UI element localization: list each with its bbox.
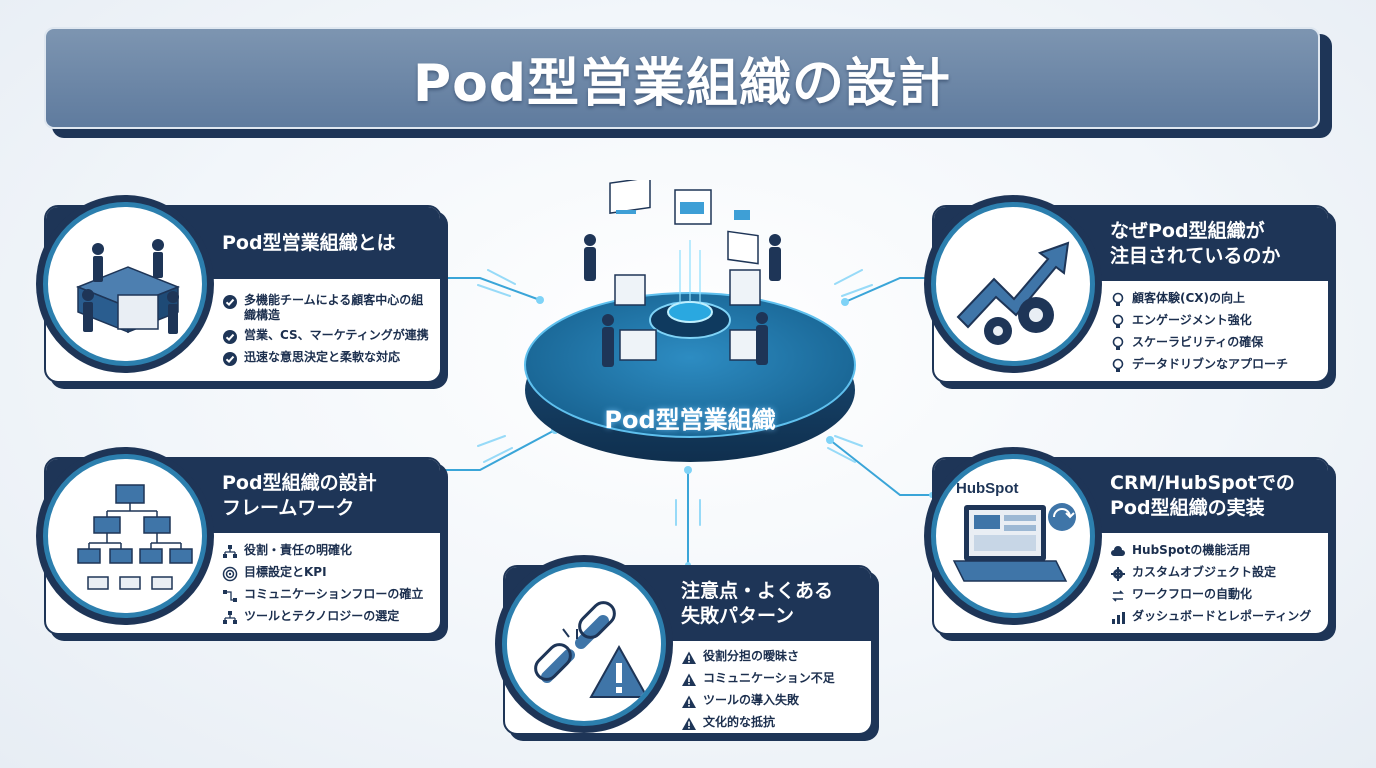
list-item: ツールの導入失敗 xyxy=(681,693,863,710)
target-icon xyxy=(222,566,238,582)
title-banner: Pod型営業組織の設計 xyxy=(44,27,1320,129)
warning-icon xyxy=(682,695,696,708)
list-item: ワークフローの自動化 xyxy=(1110,587,1320,604)
list-item: データドリブンなアプローチ xyxy=(1110,357,1320,374)
platform-illustration-icon xyxy=(524,176,856,462)
lightbulb-icon xyxy=(1112,358,1124,372)
puzzle-team-icon xyxy=(75,239,181,334)
cloud-icon xyxy=(1111,546,1125,556)
laptop-hubspot-icon: HubSpot xyxy=(952,480,1076,582)
medallion-pitfalls xyxy=(502,562,666,726)
list-item: カスタムオブジェクト設定 xyxy=(1110,565,1320,582)
check-circle-icon xyxy=(223,295,237,309)
list-item: 文化的な抵抗 xyxy=(681,715,863,732)
medallion-about xyxy=(43,202,207,366)
lightbulb-icon xyxy=(1112,336,1124,350)
connector-why xyxy=(844,277,932,303)
lightbulb-icon xyxy=(1112,292,1124,306)
org-structure-icon xyxy=(77,484,193,590)
bar-chart-icon xyxy=(1112,612,1125,624)
flow-icon xyxy=(223,590,237,602)
card-pitfalls-list: 役割分担の曖昧さ コミュニケーション不足 ツールの導入失敗 文化的な抵抗 xyxy=(681,649,863,733)
list-item: 役割分担の曖昧さ xyxy=(681,649,863,666)
page-title: Pod型営業組織の設計 xyxy=(412,53,952,114)
central-platform xyxy=(490,176,890,480)
list-item: 役割・責任の明確化 xyxy=(222,543,432,560)
medallion-framework xyxy=(43,454,207,618)
list-item: 目標設定とKPI xyxy=(222,565,432,582)
card-about-list: 多機能チームによる顧客中心の組織構造 営業、CS、マーケティングが連携 迅速な意… xyxy=(222,293,432,372)
check-circle-icon xyxy=(223,330,237,344)
list-item: スケーラビリティの確保 xyxy=(1110,335,1320,352)
warning-icon xyxy=(682,651,696,664)
card-about: Pod型営業組織とは 多機能チームによる顧客中心の組織構造 営業、CS、マーケテ… xyxy=(36,195,448,389)
warning-icon xyxy=(682,673,696,686)
loop-icon xyxy=(1112,590,1124,602)
list-item: 迅速な意思決定と柔軟な対応 xyxy=(222,350,432,367)
list-item: ツールとテクノロジーの選定 xyxy=(222,609,432,626)
org-chart-icon xyxy=(223,545,237,558)
list-item: 多機能チームによる顧客中心の組織構造 xyxy=(222,293,432,323)
card-why: なぜPod型組織が 注目されているのか 顧客体験(CX)の向上 エンゲージメント… xyxy=(924,195,1336,389)
gear-icon xyxy=(1111,567,1125,581)
list-item: エンゲージメント強化 xyxy=(1110,313,1320,330)
medallion-why xyxy=(931,202,1095,366)
hubspot-logo: HubSpot xyxy=(956,480,1018,497)
connector-about xyxy=(442,277,541,301)
list-item: ダッシュボードとレポーティング xyxy=(1110,609,1320,626)
broken-chain-warning-icon xyxy=(534,601,649,698)
medallion-crm: HubSpot xyxy=(931,454,1095,618)
card-pitfalls: 注意点・よくある 失敗パターン 役割分担の曖昧さ コミュニケーション不足 ツール… xyxy=(495,555,879,741)
card-framework: Pod型組織の設計 フレームワーク 役割・責任の明確化 目標設定とKPI コミュ… xyxy=(36,447,448,641)
list-item: コミュニケーション不足 xyxy=(681,671,863,688)
card-framework-list: 役割・責任の明確化 目標設定とKPI コミュニケーションフローの確立 ツールとテ… xyxy=(222,543,432,631)
list-item: 顧客体験(CX)の向上 xyxy=(1110,291,1320,308)
check-circle-icon xyxy=(223,352,237,366)
card-why-list: 顧客体験(CX)の向上 エンゲージメント強化 スケーラビリティの確保 データドリ… xyxy=(1110,291,1320,379)
connector-framework xyxy=(442,429,556,471)
card-crm-list: HubSpotの機能活用 カスタムオブジェクト設定 ワークフローの自動化 ダッシ… xyxy=(1110,543,1320,631)
center-label: Pod型営業組織 xyxy=(604,406,776,434)
connector-crm xyxy=(829,439,932,496)
lightbulb-icon xyxy=(1112,314,1124,328)
card-crm: CRM/HubSpotでの Pod型組織の実装 HubSpotの機能活用 カスタ… xyxy=(924,447,1336,641)
growth-arrow-gears-icon xyxy=(956,241,1070,345)
warning-icon xyxy=(682,717,696,730)
list-item: 営業、CS、マーケティングが連携 xyxy=(222,328,432,345)
list-item: HubSpotの機能活用 xyxy=(1110,543,1320,560)
org-chart-icon xyxy=(223,611,237,624)
list-item: コミュニケーションフローの確立 xyxy=(222,587,432,604)
